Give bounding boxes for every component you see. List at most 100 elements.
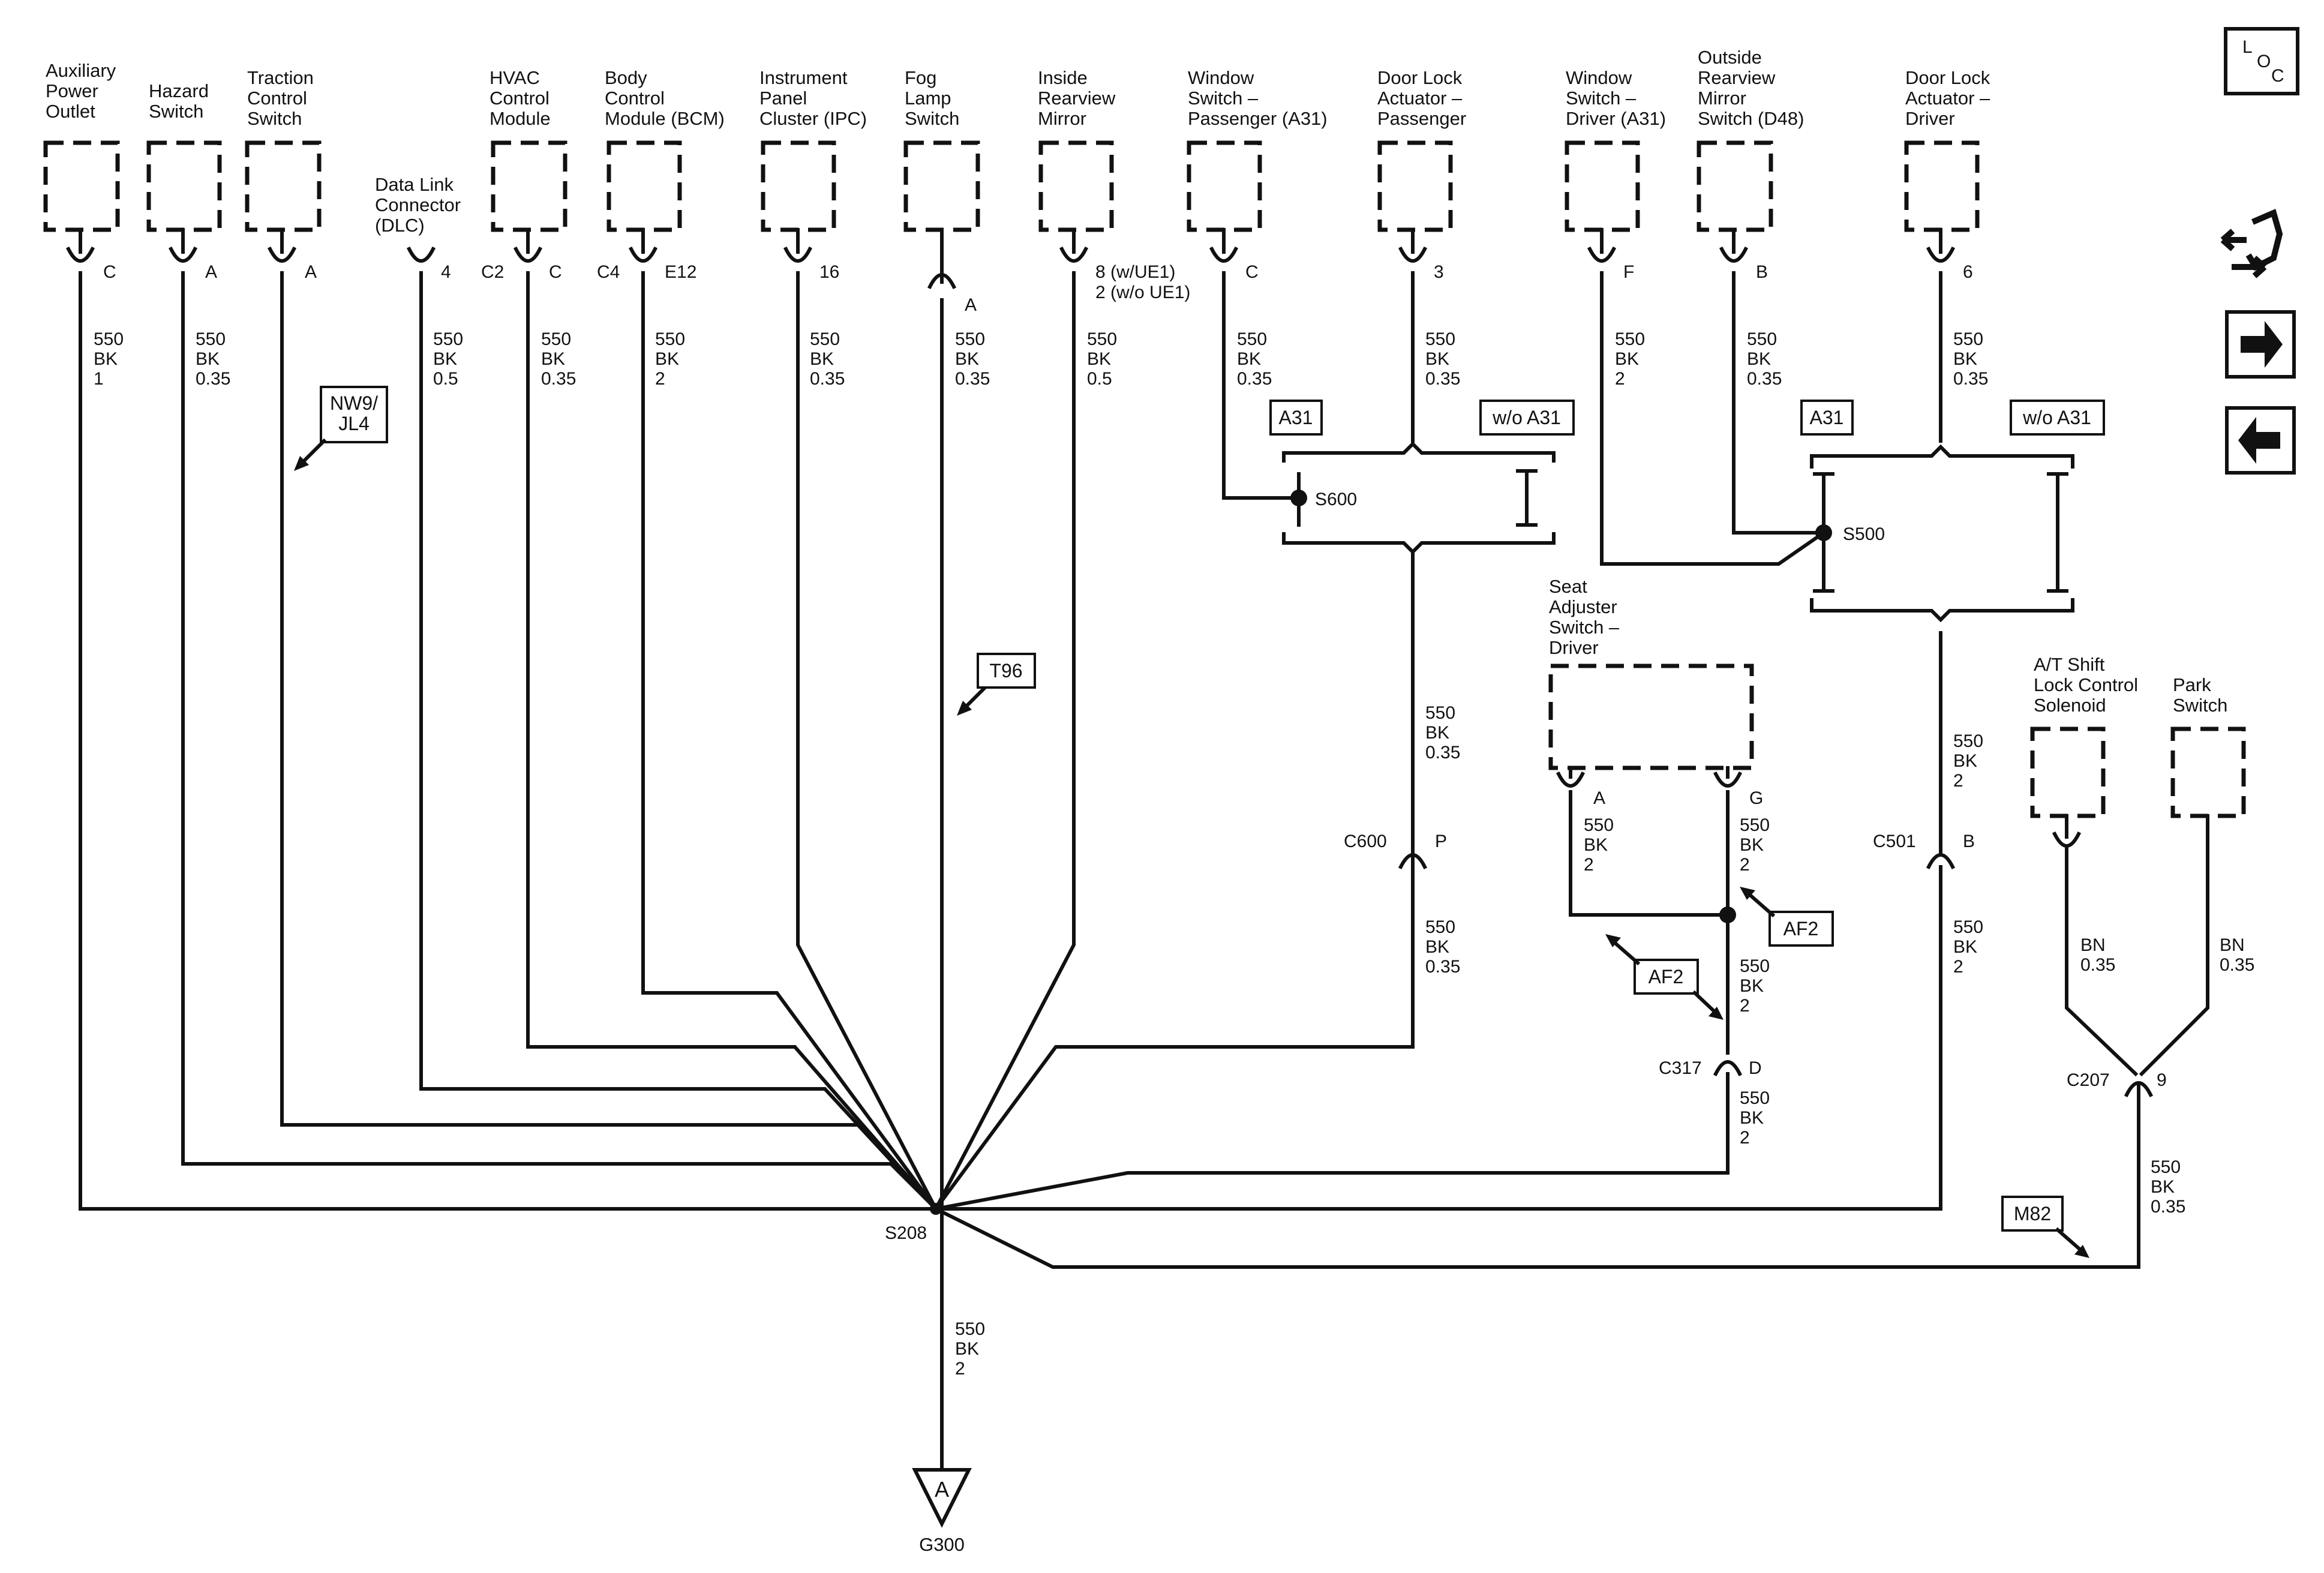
svg-text:AF2: AF2 [1649,966,1684,987]
tag-wo-a31-driver: w/o A31 [2022,407,2091,428]
pin-fog [927,228,957,290]
tag-wo-a31-driver-box [2010,400,2105,436]
splice-s208-label: S208 [885,1223,927,1243]
pin-seat-a [1556,766,1586,788]
pin-label-hvac-pin: C [549,262,562,282]
next-page-arrow-icon[interactable] [2225,310,2296,379]
wire-auxiliary-power-outlet [79,271,938,1211]
box-traction-control-switch [245,140,322,232]
svg-text:C: C [2271,66,2284,86]
ref-nw9-jl4[interactable]: NW9/JL4 [294,386,388,471]
pin-label-mirror-ue1: 8 (w/UE1) [1095,262,1175,282]
ref-af2-lower-arrowhead-right [1709,1007,1724,1020]
wire-window-switch-driver [1600,271,1827,566]
wire-hazard-switch [181,271,939,1212]
splice-s600-dot [1290,490,1307,506]
pin-lock-pass [1398,228,1428,263]
pin-ipc [783,228,813,263]
pin-label-mirror-switch: B [1756,262,1768,282]
box-fog-lamp-switch [903,140,980,232]
box-auxiliary-power-outlet [43,140,120,232]
jumper-driver-caps [1813,472,2068,593]
wire-park-switch [2139,814,2209,1077]
wire-c317-to-s208 [933,1072,1730,1211]
pin-label-fog: A [965,295,977,315]
connector-c600-symbol [1398,853,1428,884]
option-tags: A31 w/o A31 A31 w/o A31 [1269,400,2105,436]
ref-af2-upper[interactable]: AF2 [1740,887,1834,947]
svg-text:M82: M82 [2014,1203,2051,1224]
pin-dlc [406,246,436,263]
box-hazard-switch [146,140,222,232]
splice-s500-dot [1815,524,1832,541]
ground-triangle [912,1468,972,1528]
box-window-switch-passenger [1187,140,1262,232]
ref-m82[interactable]: M82 [2001,1196,2089,1258]
pin-label-dlc: 4 [441,262,451,282]
ref-af2-lower[interactable]: AF2 [1605,934,1724,1020]
bracket-s600-top [1282,441,1556,463]
pin-aux [65,228,95,263]
pin-label-seat-g: G [1749,788,1763,808]
pin-bcm [628,228,658,263]
pin-lock-drv [1926,228,1956,263]
connector-c501-symbol [1926,853,1956,884]
wire-network [79,271,2209,1472]
pin-labels: C A A 4 C2 C C4 E12 16 A 8 (w/UE1) 2 (w/… [103,262,1973,808]
svg-text:NW9/JL4: NW9/JL4 [330,392,378,434]
wire-c501-to-s208 [934,877,1942,1211]
loc-icon[interactable]: L O C [2224,27,2299,95]
pin-label-bcm-connector: C4 [597,262,620,282]
splice-s600-label: S600 [1315,490,1357,509]
svg-text:AF2: AF2 [1783,918,1819,939]
ref-t96[interactable]: T96 [957,653,1036,716]
box-park-switch [2170,727,2246,818]
bracket-s500-bottom [1810,598,2074,623]
wire-data-link-connector [419,271,939,1212]
pin-label-mirror-no-ue1: 2 (w/o UE1) [1095,283,1190,302]
ground-name: G300 [919,1534,965,1555]
connector-c600-label: C600 [1344,831,1387,851]
ref-m82-arrowhead [2074,1245,2089,1258]
reference-tags: NW9/JL4 T96 AF2 AF2 M82 [294,386,2089,1258]
previous-page-arrow-icon[interactable] [2225,406,2296,475]
connector-c317-pin: D [1749,1058,1762,1078]
pin-shift [2052,814,2082,848]
wire-window-switch-passenger [1222,271,1298,500]
splice-dots [930,490,1832,1215]
wire-seat-adjuster-pin-a [1569,790,1730,917]
box-seat-adjuster-switch [1548,664,1754,770]
splice-af2-dot [1719,906,1736,923]
connector-end-view-icon[interactable] [2220,209,2283,278]
pin-mirror-sw [1719,228,1749,263]
connector-c317-symbol [1713,1033,1743,1077]
tag-a31-driver: A31 [1810,407,1844,428]
pin-label-lock-driver: 6 [1963,262,1973,282]
junction-labels: S600 S500 S208 C600 P C317 D C501 B C207… [885,490,2167,1243]
